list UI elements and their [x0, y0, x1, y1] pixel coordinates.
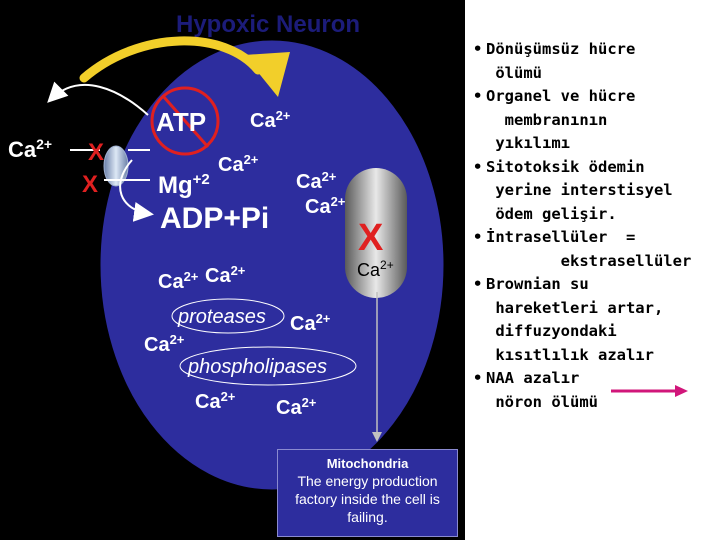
bullet-dot-icon: •	[473, 369, 483, 387]
extracellular-calcium-label: Ca2+	[8, 136, 52, 162]
bullet-line: yerine interstisyel	[486, 181, 673, 199]
bullet-dot-icon: •	[473, 157, 483, 176]
mitochondria-description: The energy production factory inside the…	[278, 472, 457, 526]
bullet-line: ekstrasellüler	[486, 251, 692, 270]
blocked-channel-x-mark-top: X	[88, 139, 104, 166]
blocked-channel-x-mark-bottom: X	[82, 171, 98, 198]
calcium-label-5: Ca2+	[158, 269, 199, 293]
bullet-line: nöron ölümü	[486, 392, 598, 411]
calcium-label-1: Ca2+	[250, 108, 291, 132]
mitochondria-pointer-arrow-icon	[372, 432, 382, 442]
hypoxic-neuron-diagram: Hypoxic Neuron Ca2+ X X ATP Ca2+ Ca2+ Ca…	[0, 0, 465, 540]
calcium-label-3: Ca2+	[296, 169, 337, 193]
mitochondria-info-box: Mitochondria The energy production facto…	[277, 449, 458, 537]
phospholipases-enclosure	[179, 346, 357, 386]
naa-arrow-icon	[611, 385, 688, 397]
mitochondria-membrane-bar	[345, 168, 407, 298]
calcium-label-2: Ca2+	[218, 152, 259, 176]
calcium-label-9: Ca2+	[195, 389, 236, 413]
proteases-enclosure	[171, 298, 285, 334]
bullet-line: hareketleri artar,	[486, 298, 664, 317]
atp-cross-line	[161, 95, 210, 148]
bullet-line: membranının	[486, 110, 608, 129]
mitochondria-title: Mitochondria	[326, 456, 409, 471]
bullet-dot-icon: •	[473, 275, 483, 293]
mitochondria-calcium-label: Ca2+	[357, 258, 394, 280]
bullet-line: kısıtlılık azalır	[486, 345, 654, 364]
white-efflux-arrow	[47, 81, 149, 116]
calcium-label-7: Ca2+	[290, 311, 331, 335]
yellow-curved-arrow	[79, 36, 263, 83]
bullet-list: •Dönüşümsüz hücre ölümü •Organel ve hücr…	[470, 38, 720, 414]
bullet-line: diffuzyondaki	[486, 322, 617, 340]
calcium-label-6: Ca2+	[205, 263, 246, 287]
magnesium-label: Mg+2	[158, 171, 210, 199]
bullet-line: yıkılımı	[486, 134, 570, 152]
bullet-item: •Brownian su hareketleri artar, diffuzyo…	[470, 273, 720, 367]
mitochondria-description-line: failing.	[347, 509, 388, 525]
mitochondria-x-mark: X	[358, 217, 384, 259]
bullet-item: •Organel ve hücre membranının yıkılımı	[470, 85, 720, 156]
bullet-line: Sitotoksik ödemin	[486, 157, 645, 176]
bullet-item: •NAA azalır nöron ölümü	[470, 367, 720, 414]
phospholipases-label: phospholipases	[187, 356, 327, 378]
proteases-label: proteases	[177, 306, 266, 328]
bullet-line: Dönüşümsüz hücre	[486, 40, 636, 58]
mitochondria-description-line: factory inside the cell is	[295, 491, 440, 507]
bullet-item: •Sitotoksik ödemin yerine interstisyel ö…	[470, 156, 720, 227]
bullet-line: ödem gelişir.	[486, 204, 617, 223]
bullet-dot-icon: •	[473, 40, 483, 58]
bullet-line: Brownian su	[486, 275, 589, 293]
atp-label: ATP	[156, 107, 206, 137]
bullet-line: Organel ve hücre	[486, 87, 636, 105]
mitochondria-description-line: The energy production	[297, 473, 438, 489]
bullet-dot-icon: •	[473, 87, 483, 105]
diagram-title: Hypoxic Neuron	[176, 11, 360, 38]
calcium-label-4: Ca2+	[305, 194, 346, 218]
bullet-line: İntrasellüler =	[486, 228, 636, 246]
bullet-item: •İntrasellüler = ekstrasellüler	[470, 226, 720, 273]
calcium-label-8: Ca2+	[144, 332, 185, 356]
white-adp-arrow	[119, 159, 154, 222]
bullet-line: NAA azalır	[486, 369, 580, 387]
bullet-dot-icon: •	[473, 228, 483, 246]
bullet-item: •Dönüşümsüz hücre ölümü	[470, 38, 720, 85]
adp-pi-label: ADP+Pi	[160, 202, 269, 235]
calcium-label-10: Ca2+	[276, 395, 317, 419]
atp-crossed-circle	[150, 86, 220, 156]
diagram-canvas: Hypoxic Neuron Ca2+ X X ATP Ca2+ Ca2+ Ca…	[8, 11, 445, 491]
yellow-arrow-head-icon	[244, 52, 290, 97]
bullet-line: ölümü	[486, 63, 542, 82]
